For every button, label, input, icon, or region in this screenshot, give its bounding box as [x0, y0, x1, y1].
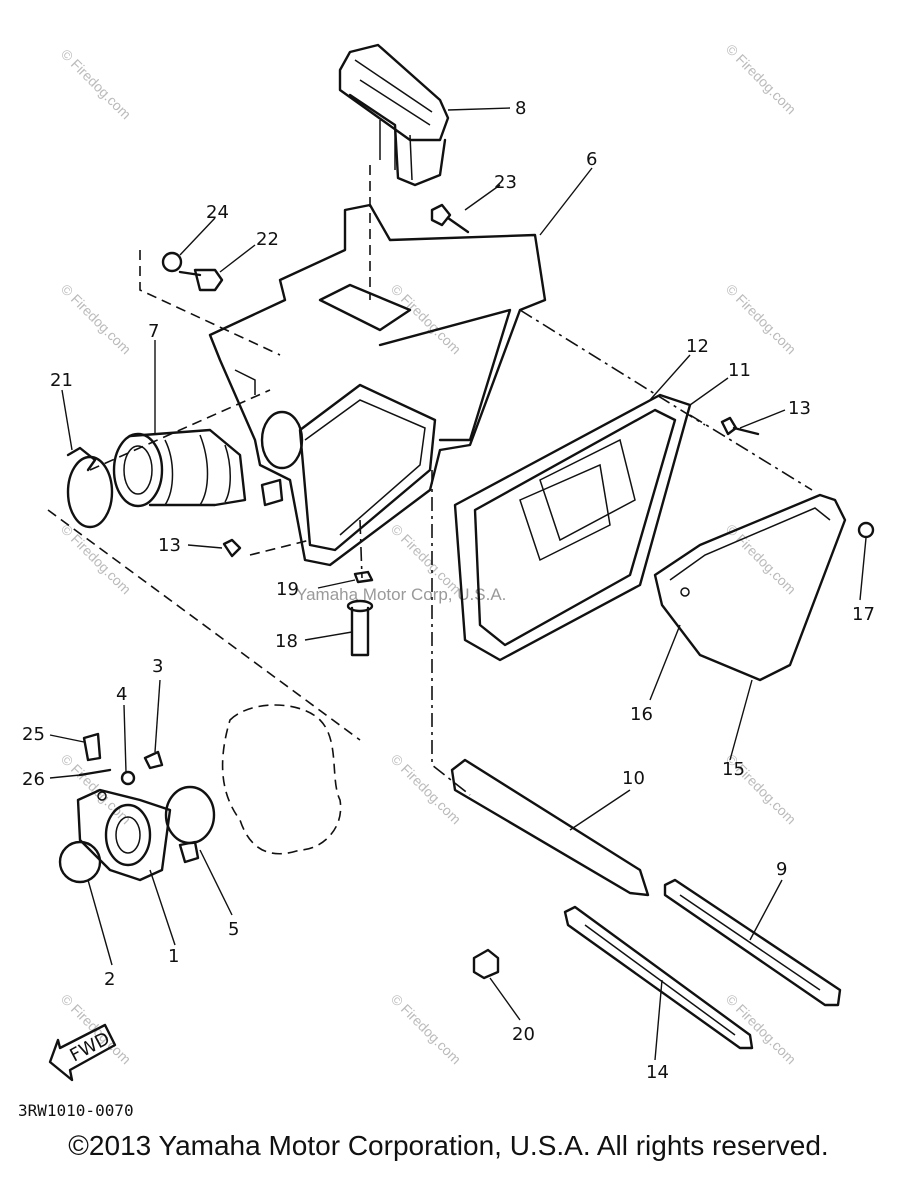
watermark-text: © Firedog.com	[388, 751, 464, 827]
callout-20: 20	[512, 1024, 535, 1045]
callout-25: 25	[22, 724, 45, 745]
fasteners-top	[161, 203, 470, 292]
fasteners-side	[222, 416, 875, 558]
clamp-part-21	[66, 446, 114, 529]
air-filter-part-10	[450, 758, 650, 897]
callout-2: 2	[104, 969, 115, 990]
watermark-text: © Firedog.com	[723, 521, 799, 597]
carburetor-joint-part-1	[76, 788, 172, 882]
watermark-text: © Firedog.com	[388, 991, 464, 1067]
callout-19: 19	[276, 579, 299, 600]
filter-guide-part-11-12	[453, 393, 692, 662]
callout-24: 24	[206, 202, 229, 223]
callout-9: 9	[776, 859, 787, 880]
callout-8: 8	[515, 98, 526, 119]
watermark-text: © Firedog.com	[58, 521, 134, 597]
callout-23: 23	[494, 172, 517, 193]
part-code: 3RW1010-0070	[18, 1101, 134, 1120]
copyright-footer: ©2013 Yamaha Motor Corporation, U.S.A. A…	[68, 1130, 829, 1161]
callout-15: 15	[722, 759, 745, 780]
callout-4: 4	[116, 684, 127, 705]
watermark-text: © Firedog.com	[388, 281, 464, 357]
callouts: 1 2 3 4 5 6 7 8 9 10 11 12 13 13 14 15 1…	[22, 98, 875, 1083]
leader-lines	[49, 107, 867, 1061]
watermark-company: Yamaha Motor Corp, U.S.A.	[296, 585, 506, 604]
callout-13a: 13	[788, 398, 811, 419]
filter-screen-part-9	[663, 878, 842, 1007]
air-duct-part-8	[338, 43, 450, 187]
pin-part-18-19	[346, 570, 374, 657]
side-cover-part-15-16	[653, 493, 847, 682]
filter-screen-part-14	[563, 905, 754, 1050]
callout-12: 12	[686, 336, 709, 357]
callout-6: 6	[586, 149, 597, 170]
clamp-part-5	[164, 785, 216, 864]
intake-joint-part-7	[112, 428, 247, 508]
callout-22: 22	[256, 229, 279, 250]
callout-1: 1	[168, 946, 179, 967]
fwd-arrow: FWD	[48, 1023, 117, 1082]
callout-14: 14	[646, 1062, 669, 1083]
watermark-text: © Firedog.com	[723, 41, 799, 117]
watermark-text: © Firedog.com	[58, 281, 134, 357]
watermark-text: © Firedog.com	[723, 991, 799, 1067]
air-box-case-part-6	[208, 203, 547, 567]
callout-26: 26	[22, 769, 45, 790]
cap-part-20	[472, 948, 500, 980]
clamp-part-2	[58, 840, 102, 884]
watermark-text: © Firedog.com	[58, 751, 134, 827]
watermark-text: © Firedog.com	[723, 281, 799, 357]
callout-5: 5	[228, 919, 239, 940]
watermark-text: © Firedog.com	[58, 46, 134, 122]
callout-10: 10	[622, 768, 645, 789]
callout-3: 3	[152, 656, 163, 677]
callout-17: 17	[852, 604, 875, 625]
engine-outline	[221, 704, 342, 855]
callout-18: 18	[275, 631, 298, 652]
small-parts-3-4-25-26	[78, 732, 164, 786]
callout-13b: 13	[158, 535, 181, 556]
callout-21: 21	[50, 370, 73, 391]
callout-16: 16	[630, 704, 653, 725]
callout-7: 7	[148, 321, 159, 342]
callout-11: 11	[728, 360, 751, 381]
